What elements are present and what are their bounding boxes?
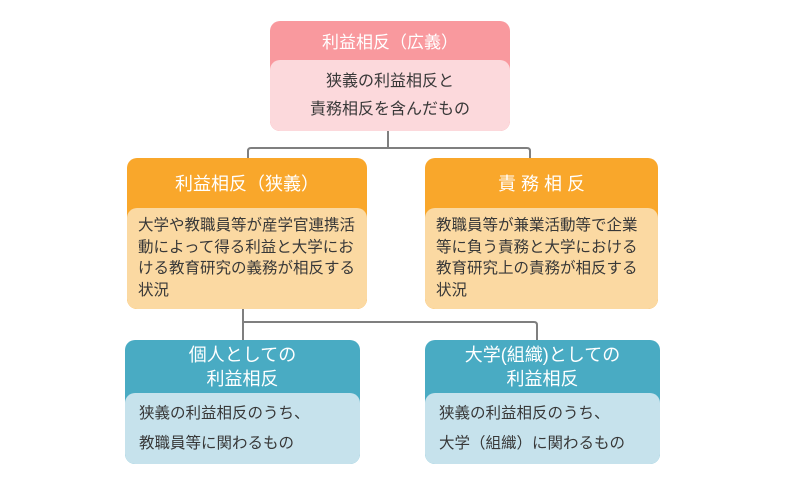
node-organizational-conflict: 大学(組織)としての 利益相反 狭義の利益相反のうち、 大学（組織）に関わるもの (425, 340, 660, 464)
node-narrow-body: 大学や教職員等が産学官連携活動によって得る利益と大学における教育研究の義務が相反… (127, 208, 367, 309)
node-broad-conflict: 利益相反（広義） 狭義の利益相反と 責務相反を含んだもの (270, 21, 510, 131)
node-duty-conflict: 責 務 相 反 教職員等が兼業活動等で企業等に負う責務と大学における教育研究上の… (425, 158, 658, 309)
node-narrow-conflict: 利益相反（狭義） 大学や教職員等が産学官連携活動によって得る利益と大学における教… (127, 158, 367, 309)
node-personal-conflict: 個人としての 利益相反 狭義の利益相反のうち、 教職員等に関わるもの (125, 340, 360, 464)
node-duty-body: 教職員等が兼業活動等で企業等に負う責務と大学における教育研究上の責務が相反する状… (425, 208, 658, 309)
node-narrow-title: 利益相反（狭義） (175, 174, 319, 194)
node-organizational-title: 大学(組織)としての 利益相反 (464, 344, 621, 389)
node-organizational-body: 狭義の利益相反のうち、 大学（組織）に関わるもの (425, 393, 660, 464)
node-personal-body: 狭義の利益相反のうち、 教職員等に関わるもの (125, 393, 360, 464)
node-broad-title: 利益相反（広義） (322, 33, 458, 52)
connector-middle-bracket (247, 147, 531, 158)
connector-bottom-bracket (243, 321, 538, 340)
node-broad-body: 狭義の利益相反と 責務相反を含んだもの (270, 60, 510, 131)
node-personal-title: 個人としての 利益相反 (188, 344, 297, 389)
node-duty-title: 責 務 相 反 (497, 174, 585, 194)
